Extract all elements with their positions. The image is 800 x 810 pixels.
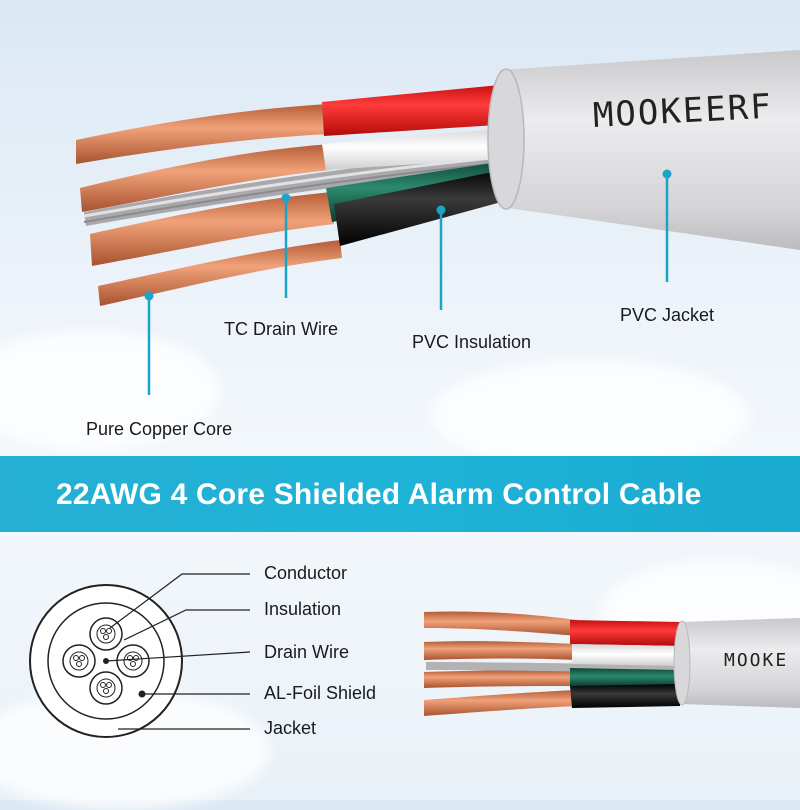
label-al-foil-shield: AL-Foil Shield [264,683,377,703]
cloud [430,360,750,470]
label-tc-drain-wire: TC Drain Wire [224,319,339,339]
copper-conductor-small-3 [424,670,578,688]
label-jacket: Jacket [264,718,317,738]
red-insulation [322,84,512,136]
copper-conductor-2 [80,144,330,212]
banner-title: 22AWG 4 Core Shielded Alarm Control Cabl… [56,478,702,511]
title-banner [0,456,800,532]
red-insulation-small [570,620,680,646]
label-insulation: Insulation [264,599,342,619]
black-insulation [334,168,516,246]
label-pure-copper-core: Pure Copper Core [86,419,233,439]
copper-conductor-small-2 [424,641,578,660]
copper-conductor-4 [98,240,342,306]
copper-conductor-small-4 [424,690,578,716]
copper-conductor-3 [90,192,334,266]
leader-conductor [109,573,250,629]
label-pvc-insulation: PVC Insulation [412,332,532,352]
leader-insulation [123,609,250,641]
black-insulation-small [570,684,680,708]
leader-dot [144,291,154,301]
copper-conductor-small-1 [424,611,578,636]
drain-wire [83,150,512,226]
label-drain-wire: Drain Wire [264,642,350,662]
pvc-jacket [487,50,800,250]
leader-dot [281,193,291,203]
pvc-jacket-small [673,618,800,708]
label-conductor: Conductor [264,563,348,583]
white-insulation-small [572,644,680,666]
leader-dot [436,205,446,215]
brand-print-bottom: MOOKE [724,650,789,671]
label-pvc-jacket: PVC Jacket [620,305,715,325]
white-insulation [322,128,512,170]
green-insulation-small [570,668,680,686]
cloud [0,330,220,450]
leader-drain-wire [105,651,251,662]
copper-conductor-1 [76,104,330,164]
leader-dot [662,169,672,179]
